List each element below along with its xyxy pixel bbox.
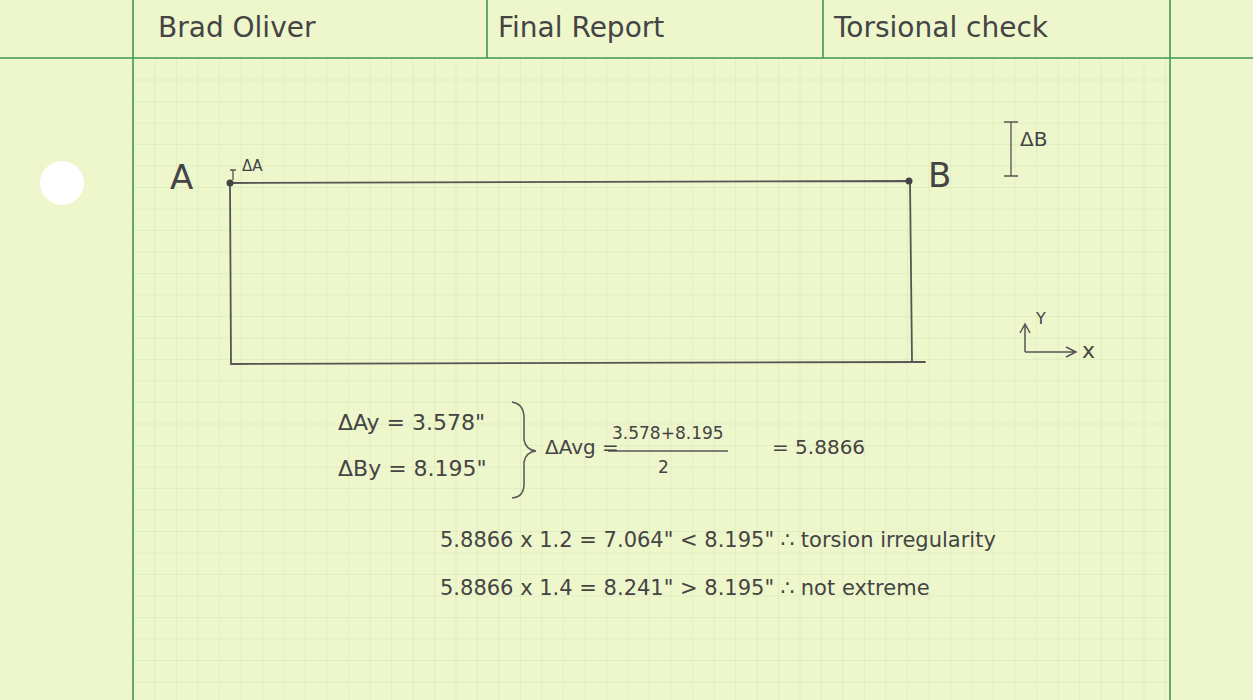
grid: [133, 58, 1170, 700]
handwritten-note: A: [170, 158, 193, 197]
handwritten-note: ΔAy = 3.578": [338, 410, 485, 435]
handwritten-note: B: [928, 156, 951, 195]
header-text: Final Report: [498, 12, 664, 44]
handwritten-note: 5.8866 x 1.2 = 7.064" < 8.195" ∴ torsion…: [440, 528, 996, 552]
fraction-bar: [608, 450, 728, 452]
brace: [512, 402, 536, 498]
displacement-mark: [230, 122, 1018, 180]
handwritten-note: Y: [1036, 310, 1046, 328]
handwritten-note: ΔBy = 8.195": [338, 456, 487, 481]
handwritten-note: 2: [658, 458, 669, 478]
axis-symbol: [1020, 324, 1076, 357]
punch-hole: [40, 161, 84, 205]
header-text: Brad Oliver: [158, 12, 315, 44]
header-text: Torsional check: [834, 12, 1048, 44]
handwritten-note: = 5.8866: [772, 436, 865, 459]
handwritten-note: ΔA: [242, 158, 263, 175]
point-dot: [906, 178, 913, 185]
plan-outline: [230, 181, 925, 364]
handwritten-note: ΔB: [1020, 128, 1047, 151]
handwritten-note: x: [1082, 338, 1095, 363]
handwritten-note: ΔAvg =: [545, 436, 619, 459]
handwritten-note: 5.8866 x 1.4 = 8.241" > 8.195" ∴ not ext…: [440, 576, 930, 600]
handwritten-note: 3.578+8.195: [612, 424, 724, 444]
point-dot: [227, 180, 234, 187]
